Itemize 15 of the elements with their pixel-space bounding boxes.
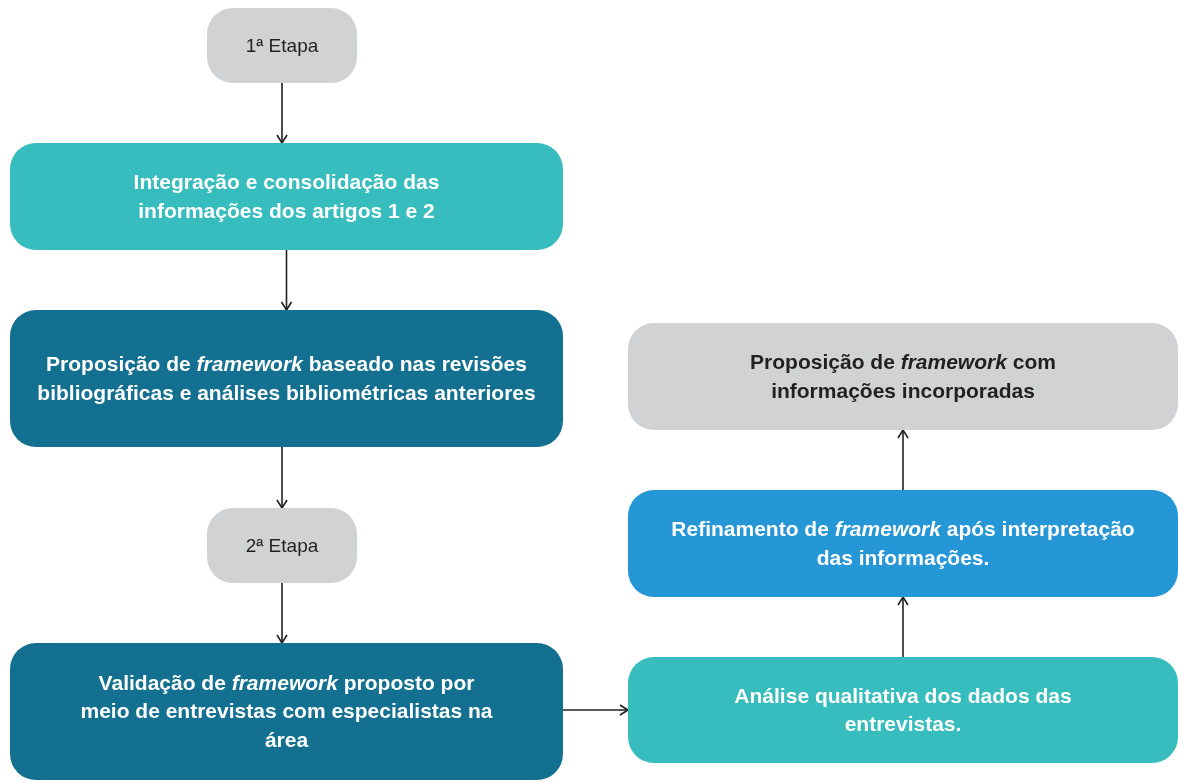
process-box: Análise qualitativa dos dados das entrevistas. — [628, 657, 1178, 763]
arrow — [276, 446, 288, 509]
process-box: Proposição de framework com informações incorporadas — [628, 323, 1178, 430]
stage-box: 1ª Etapa — [207, 8, 357, 83]
process-box: Refinamento de framework após interpretação das informações. — [628, 490, 1178, 597]
arrow — [276, 82, 288, 144]
arrow — [897, 596, 909, 658]
arrow — [280, 249, 293, 311]
stage-box: 2ª Etapa — [207, 508, 357, 583]
arrow — [276, 582, 288, 644]
arrow — [897, 429, 909, 491]
process-box: Validação de framework proposto por meio de entrevistas com especialistas na área — [10, 643, 563, 780]
process-box: Proposição de framework baseado nas revisões bibliográficas e análises bibliométricas anteriores — [10, 310, 563, 447]
process-box: Integração e consolidação das informações dos artigos 1 e 2 — [10, 143, 563, 250]
arrow — [562, 704, 629, 716]
